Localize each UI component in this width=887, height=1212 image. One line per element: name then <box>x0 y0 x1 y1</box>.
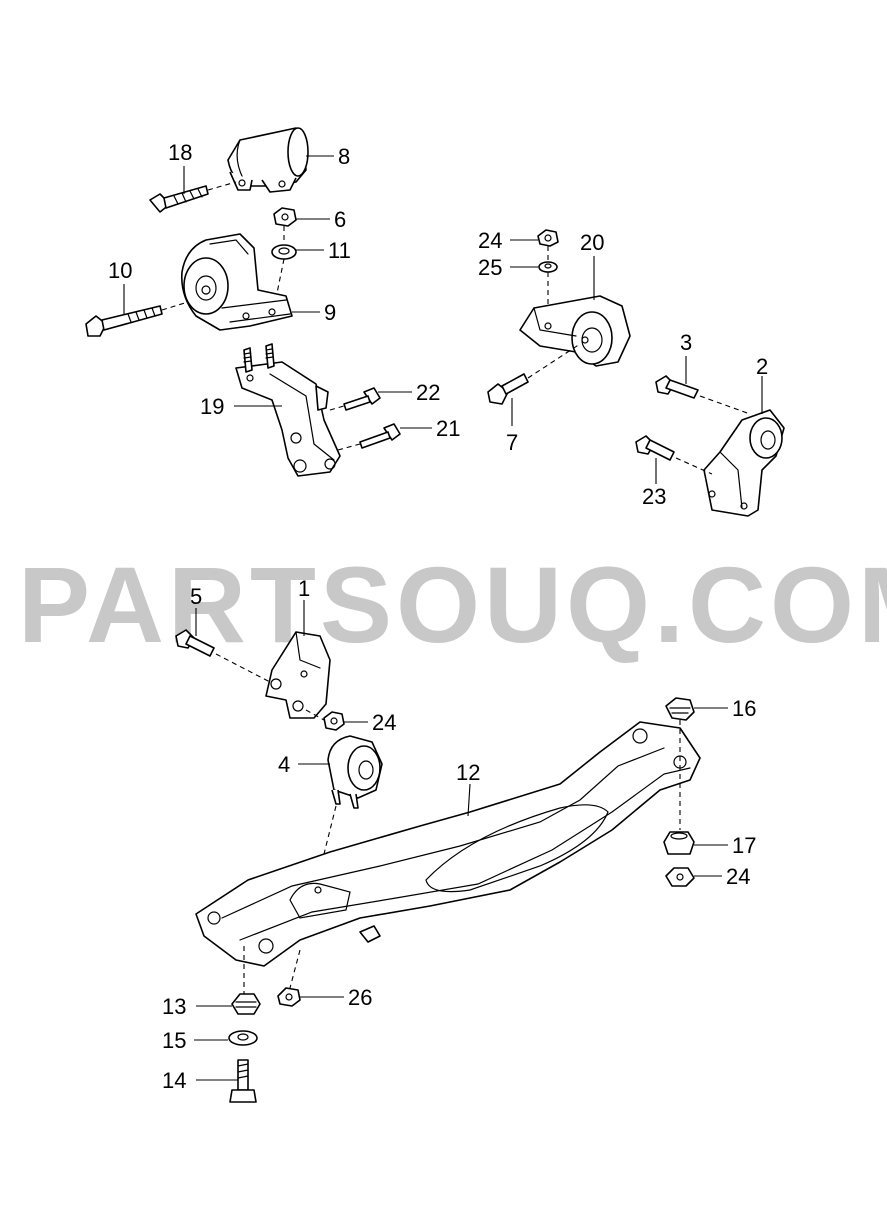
part-23-bolt <box>635 435 675 461</box>
callout-13: 13 <box>162 994 186 1019</box>
callout-12: 12 <box>456 760 480 785</box>
callout-7: 7 <box>506 430 518 455</box>
part-16-nut <box>665 697 695 721</box>
callout-21: 21 <box>436 416 460 441</box>
part-24-nut-bottom <box>665 867 695 887</box>
callout-3: 3 <box>680 330 692 355</box>
callout-20: 20 <box>580 230 604 255</box>
part-22-bolt <box>343 387 381 411</box>
part-24-nut-middle <box>323 711 345 731</box>
part-13-nut <box>231 993 261 1015</box>
part-25-washer <box>538 261 558 273</box>
part-7-bolt <box>487 373 529 405</box>
callout-5: 5 <box>190 584 202 609</box>
callout-18: 18 <box>168 140 192 165</box>
callout-8: 8 <box>338 144 350 169</box>
part-24-nut-top <box>537 229 559 247</box>
callout-17: 17 <box>732 833 756 858</box>
callout-19: 19 <box>200 394 224 419</box>
callout-14: 14 <box>162 1068 186 1093</box>
callout-16: 16 <box>732 696 756 721</box>
callout-1: 1 <box>298 576 310 601</box>
part-20-mount <box>519 295 631 367</box>
part-3-bolt <box>655 375 699 399</box>
callout-22: 22 <box>416 380 440 405</box>
callout-6: 6 <box>334 207 346 232</box>
callout-9: 9 <box>324 300 336 325</box>
leader-lines <box>123 155 763 1081</box>
part-17-grommet <box>663 831 695 855</box>
callout-26: 26 <box>348 985 372 1010</box>
part-2-mount <box>703 409 785 517</box>
callout-23: 23 <box>642 484 666 509</box>
part-10-bolt <box>85 305 163 337</box>
callout-11: 11 <box>328 238 351 263</box>
part-21-bolt <box>359 423 401 449</box>
callout-24-middle: 24 <box>372 710 396 735</box>
part-14-bolt <box>229 1059 257 1103</box>
part-8-mount <box>227 127 309 193</box>
part-11-washer <box>271 244 297 260</box>
part-15-washer <box>228 1030 258 1046</box>
callout-24-top: 24 <box>478 228 502 253</box>
part-26-nut <box>277 987 301 1007</box>
callout-15: 15 <box>162 1028 186 1053</box>
callout-24-bottom: 24 <box>726 864 750 889</box>
part-6-nut <box>273 207 297 227</box>
part-12-crossmember <box>195 721 701 967</box>
part-4-mount <box>327 735 383 809</box>
part-5-bolt <box>175 629 215 657</box>
callout-10: 10 <box>108 258 132 283</box>
callout-2: 2 <box>756 354 768 379</box>
watermark-text: PARTSOUQ.COM <box>18 544 887 665</box>
part-9-bracket <box>180 233 293 331</box>
callout-4: 4 <box>278 752 290 777</box>
part-18-bolt <box>149 185 209 213</box>
callout-25: 25 <box>478 255 502 280</box>
part-1-bracket <box>265 631 331 719</box>
part-19-bracket <box>235 343 341 477</box>
